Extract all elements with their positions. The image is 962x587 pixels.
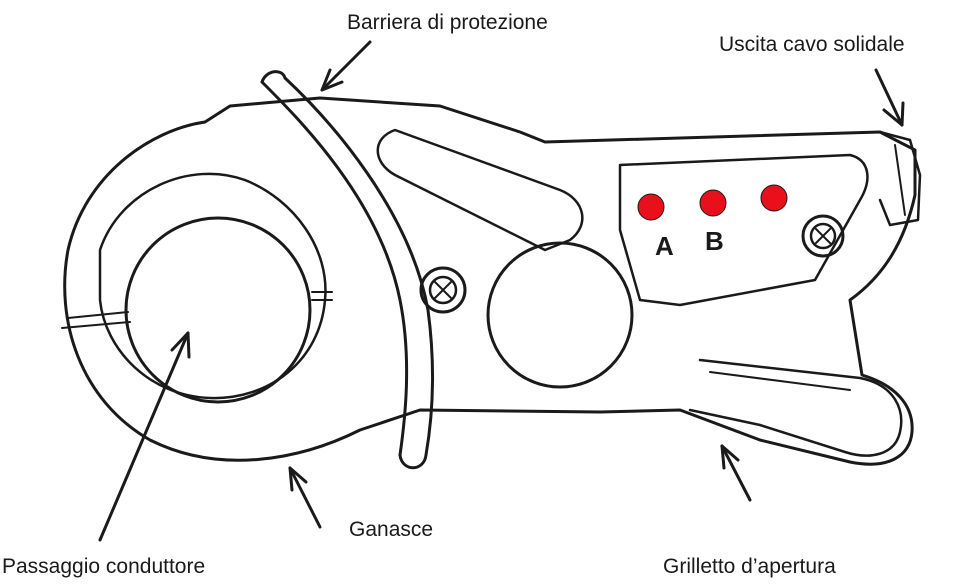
rotary-circle	[486, 241, 634, 389]
trigger-outline	[688, 358, 903, 457]
label-conductor-passage: Passaggio conduttore	[2, 555, 206, 578]
barrier-outer	[260, 80, 409, 457]
label-jaws: Ganasce	[349, 518, 434, 541]
conductor-passage-circle	[124, 216, 312, 404]
display-panel	[618, 153, 869, 307]
screw-right	[801, 214, 845, 258]
marker-a: A	[655, 231, 674, 261]
marker-b: B	[705, 226, 724, 256]
body-outline	[63, 96, 917, 466]
barrier-bottom-cap	[398, 453, 428, 470]
trigger-inner	[709, 371, 851, 391]
barrier-arrow	[320, 40, 372, 92]
jaws-arrow	[288, 466, 322, 529]
barrier-top-cap	[260, 70, 287, 84]
jaw-split-right	[311, 291, 333, 301]
led-a	[637, 193, 665, 221]
cable-exit-arrow	[874, 68, 905, 127]
cable-exit	[878, 130, 922, 227]
cable-exit-line	[894, 144, 906, 216]
jaw-split	[61, 311, 131, 329]
top-slot	[376, 128, 584, 252]
label-protective-barrier: Barriera di protezione	[347, 11, 548, 34]
screw-left	[419, 266, 467, 314]
led-c	[760, 184, 788, 212]
led-b	[699, 189, 727, 217]
label-opening-trigger: Grilletto d’apertura	[663, 555, 836, 578]
trigger-arrow	[720, 444, 752, 502]
conductor-arrow	[98, 331, 191, 542]
label-cable-exit: Uscita cavo solidale	[719, 33, 905, 56]
barrier-inner	[283, 76, 434, 457]
